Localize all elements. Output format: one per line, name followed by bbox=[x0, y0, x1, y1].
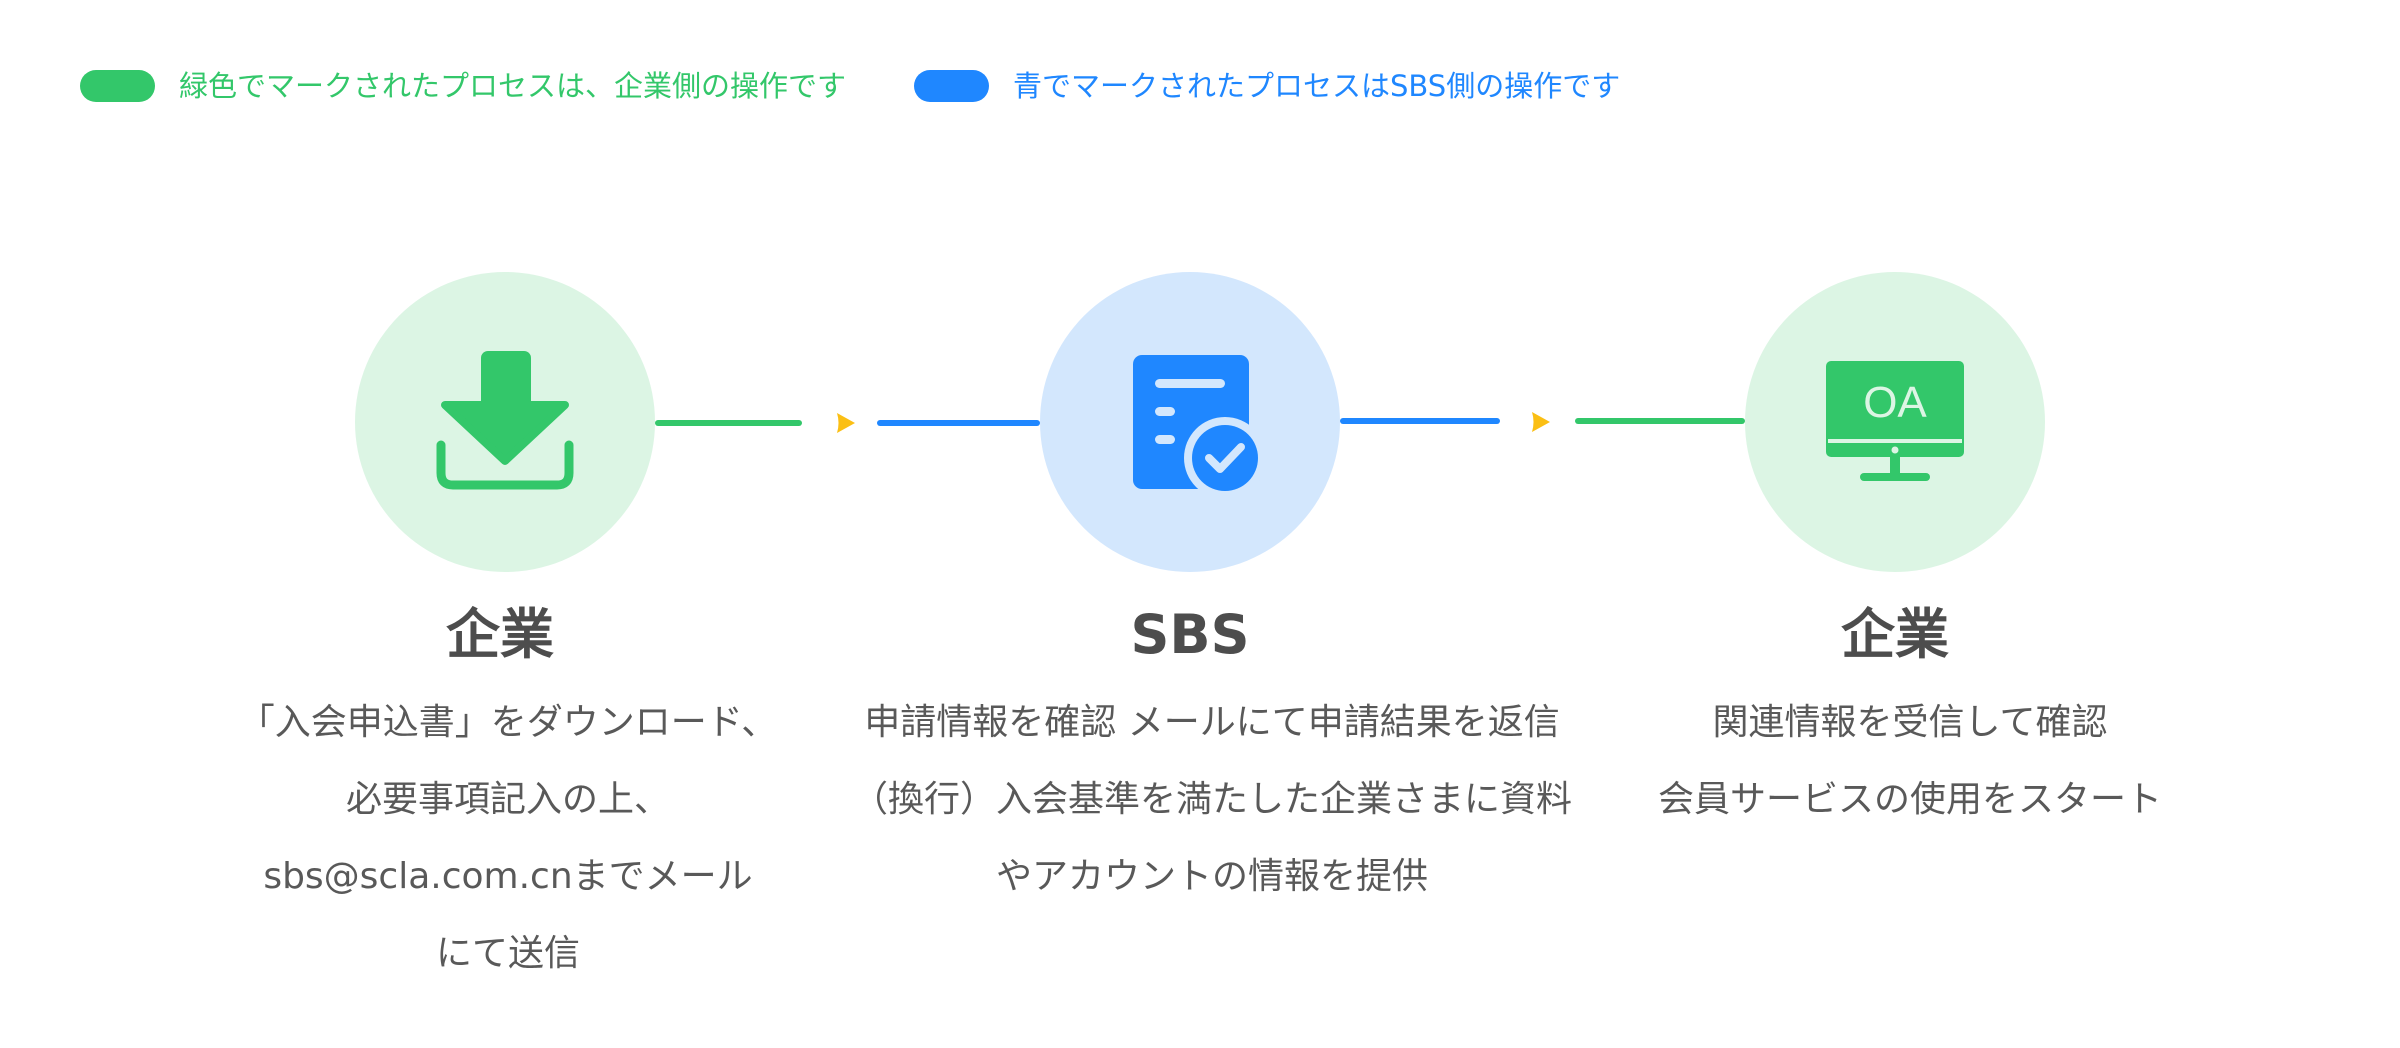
step-1-line: 必要事項記入の上、 bbox=[345, 779, 670, 820]
legend-sbs-text: 青でマークされたプロセスはSBS側の操作です bbox=[1013, 69, 1621, 103]
download-icon bbox=[436, 351, 574, 490]
step-1-title: 企業 bbox=[446, 603, 554, 666]
arrow-right-icon bbox=[1532, 412, 1550, 432]
monitor-label: OA bbox=[1863, 378, 1927, 427]
step-1-line: sbs@scla.com.cnまでメール bbox=[263, 856, 753, 897]
step-2-line: （換行）入会基準を満たした企業さまに資料 bbox=[851, 779, 1572, 820]
arrow-right-icon bbox=[837, 413, 855, 433]
step-1-line: にて送信 bbox=[435, 933, 580, 974]
step-1-description: 「入会申込書」をダウンロード、 必要事項記入の上、 sbs@scla.com.c… bbox=[108, 684, 908, 992]
step-2-title: SBS bbox=[1130, 603, 1250, 666]
monitor-oa-icon: OA bbox=[1826, 361, 1964, 481]
step-3-line: 関連情報を受信して確認 bbox=[1712, 702, 2108, 743]
legend-blue-swatch bbox=[914, 70, 989, 102]
step-1-line: 「入会申込書」をダウンロード、 bbox=[238, 702, 778, 743]
step-3-line: 会員サービスの使用をスタート bbox=[1657, 779, 2162, 820]
step-3-circle: OA bbox=[1745, 272, 2045, 572]
step-2-line: 申請情報を確認 メールにて申請結果を返信 bbox=[864, 702, 1560, 743]
step-2-circle bbox=[1040, 272, 1340, 572]
connector-1-blue bbox=[877, 420, 1040, 426]
connector-2-blue bbox=[1340, 418, 1500, 424]
step-3-description: 関連情報を受信して確認 会員サービスの使用をスタート bbox=[1510, 684, 2310, 838]
document-check-icon bbox=[1133, 355, 1265, 497]
connector-2-green bbox=[1575, 418, 1745, 424]
legend-company-text: 緑色でマークされたプロセスは、企業側の操作です bbox=[179, 69, 847, 103]
step-3-title: 企業 bbox=[1841, 603, 1949, 666]
step-1-circle bbox=[355, 272, 655, 572]
legend-company: 緑色でマークされたプロセスは、企業側の操作です bbox=[80, 66, 846, 106]
legend-sbs: 青でマークされたプロセスはSBS側の操作です bbox=[914, 66, 1620, 106]
legend-green-swatch bbox=[80, 70, 155, 102]
step-2-line: やアカウントの情報を提供 bbox=[995, 856, 1428, 897]
connector-1-green bbox=[655, 420, 802, 426]
step-2-description: 申請情報を確認 メールにて申請結果を返信 （換行）入会基準を満たした企業さまに資… bbox=[812, 684, 1612, 915]
